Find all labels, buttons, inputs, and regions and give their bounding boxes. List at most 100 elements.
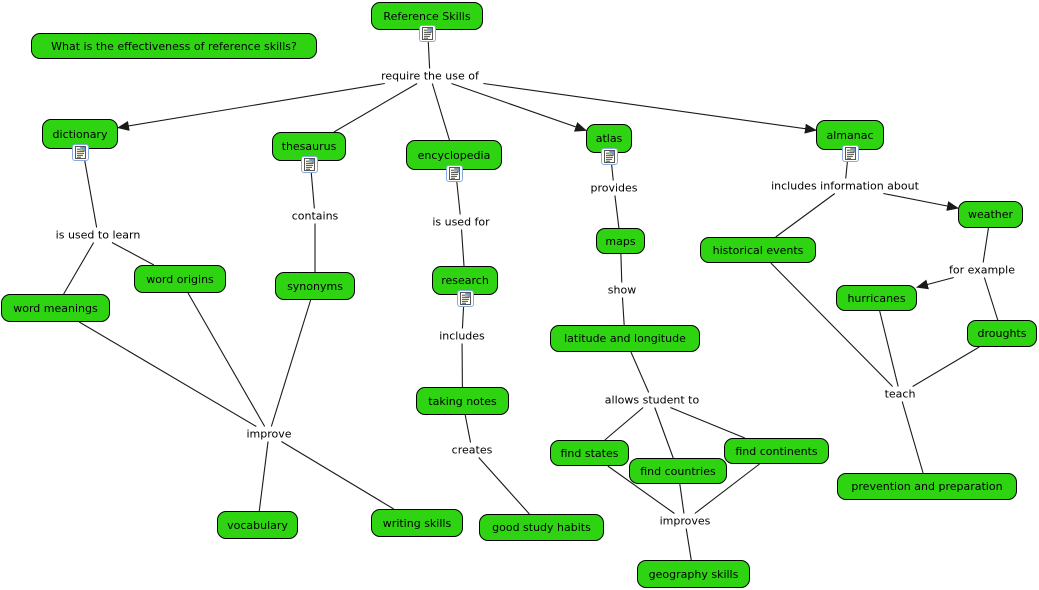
node-maps[interactable]: maps [596, 228, 645, 254]
resource-icon[interactable] [300, 156, 318, 173]
node-writing-skills[interactable]: writing skills [371, 509, 463, 537]
link-label-contains[interactable]: contains [289, 209, 341, 223]
link-label-teach[interactable]: teach [882, 387, 918, 401]
node-historical-events[interactable]: historical events [700, 237, 816, 263]
node-almanac[interactable]: almanac [816, 120, 884, 150]
node-hurricanes[interactable]: hurricanes [836, 285, 917, 311]
link-label-for-example[interactable]: for example [947, 263, 1017, 277]
resource-icon[interactable] [600, 148, 618, 165]
node-find-states[interactable]: find states [550, 440, 629, 466]
resource-icon[interactable] [71, 144, 89, 161]
edge-require-use-of-to-thesaurus [333, 83, 418, 133]
node-prevention-preparation[interactable]: prevention and preparation [837, 473, 1017, 500]
node-weather[interactable]: weather [958, 201, 1023, 228]
link-label-is-used-for[interactable]: is used for [430, 215, 492, 229]
node-label: thesaurus [281, 140, 337, 153]
node-taking-notes[interactable]: taking notes [416, 387, 509, 415]
edge-find-states-to-improves [607, 465, 675, 514]
edge-hurricanes-to-teach [879, 310, 899, 387]
node-label: encyclopedia [417, 148, 491, 162]
node-label: synonyms [287, 279, 343, 293]
edge-droughts-to-teach [912, 346, 980, 387]
edge-synonyms-to-improve [270, 299, 312, 427]
edge-creates-to-good-study-habits [478, 457, 530, 515]
edge-for-example-to-droughts [983, 277, 999, 321]
link-label-improve[interactable]: improve [244, 427, 294, 441]
edge-historical-events-to-teach [770, 262, 893, 387]
node-synonyms[interactable]: synonyms [275, 272, 355, 300]
edge-teach-to-prevention-preparation [901, 401, 924, 474]
node-focus-question[interactable]: What is the effectiveness of reference s… [31, 33, 317, 59]
node-label: What is the effectiveness of reference s… [51, 39, 297, 53]
resource-document-icon [71, 144, 89, 161]
link-label-includes-info-about[interactable]: includes information about [769, 179, 921, 193]
node-word-meanings[interactable]: word meanings [1, 294, 110, 322]
resource-icon[interactable] [456, 290, 474, 307]
edge-latitude-longitude-to-allows-student-to [630, 351, 650, 393]
resource-document-icon [445, 165, 463, 182]
node-label: almanac [826, 128, 874, 142]
resource-document-icon [600, 148, 618, 165]
edge-allows-student-to-to-find-countries [654, 407, 674, 459]
link-label-creates[interactable]: creates [449, 443, 495, 457]
edge-improve-to-writing-skills [281, 441, 395, 510]
node-label: historical events [712, 243, 804, 257]
node-label: find countries [640, 464, 716, 478]
node-label: weather [967, 208, 1014, 221]
node-find-countries[interactable]: find countries [629, 458, 727, 484]
edge-weather-to-for-example [982, 227, 989, 263]
node-geography-skills[interactable]: geography skills [637, 560, 750, 588]
edge-provides-to-maps [614, 195, 620, 229]
node-label: atlas [595, 132, 623, 145]
edge-word-origins-to-improve [187, 292, 266, 427]
edge-show-to-latitude-longitude [621, 297, 625, 326]
edge-for-example-to-hurricanes [916, 276, 954, 290]
edge-is-used-to-learn-to-word-meanings [63, 242, 95, 295]
resource-icon[interactable] [418, 25, 436, 42]
node-research[interactable]: research [432, 266, 498, 295]
node-vocabulary[interactable]: vocabulary [217, 511, 298, 539]
node-good-study-habits[interactable]: good study habits [479, 514, 604, 541]
link-label-allows-student-to[interactable]: allows student to [602, 393, 702, 407]
link-label-provides[interactable]: provides [588, 181, 640, 195]
node-label: prevention and preparation [851, 480, 1003, 493]
node-label: hurricanes [847, 291, 906, 305]
edge-includes-info-about-to-historical-events [775, 193, 836, 238]
node-label: geography skills [648, 567, 739, 581]
edge-is-used-for-to-research [460, 229, 465, 267]
edge-allows-student-to-to-find-states [604, 407, 644, 441]
resource-document-icon [418, 25, 436, 42]
edge-find-countries-to-improves [679, 483, 685, 514]
node-atlas[interactable]: atlas [586, 124, 632, 153]
edge-taking-notes-to-creates [464, 414, 472, 443]
link-label-improves[interactable]: improves [657, 514, 713, 528]
edge-dictionary-to-is-used-to-learn [82, 148, 98, 228]
node-label: vocabulary [227, 518, 288, 532]
node-label: word meanings [13, 301, 98, 315]
edge-require-use-of-to-almanac [483, 82, 817, 134]
node-word-origins[interactable]: word origins [134, 265, 226, 293]
link-label-is-used-to-learn[interactable]: is used to learn [53, 228, 143, 242]
resource-document-icon [841, 145, 859, 162]
node-find-continents[interactable]: find continents [724, 438, 829, 464]
resource-document-icon [456, 290, 474, 307]
node-label: maps [605, 234, 636, 248]
link-label-require-use-of[interactable]: require the use of [379, 69, 481, 83]
edge-is-used-to-learn-to-word-origins [111, 242, 155, 266]
link-label-show[interactable]: show [605, 283, 639, 297]
node-latitude-longitude[interactable]: latitude and longitude [550, 325, 700, 352]
node-droughts[interactable]: droughts [967, 320, 1037, 347]
edge-require-use-of-to-dictionary [117, 82, 385, 131]
node-label: Reference Skills [383, 9, 471, 23]
edge-word-meanings-to-improve [78, 321, 257, 427]
node-label: droughts [977, 327, 1027, 340]
resource-icon[interactable] [445, 165, 463, 182]
node-label: taking notes [428, 394, 497, 408]
resource-icon[interactable] [841, 145, 859, 162]
node-label: writing skills [382, 516, 452, 530]
node-label: good study habits [492, 521, 591, 534]
link-label-includes[interactable]: includes [437, 329, 487, 343]
edge-improve-to-vocabulary [258, 441, 269, 512]
